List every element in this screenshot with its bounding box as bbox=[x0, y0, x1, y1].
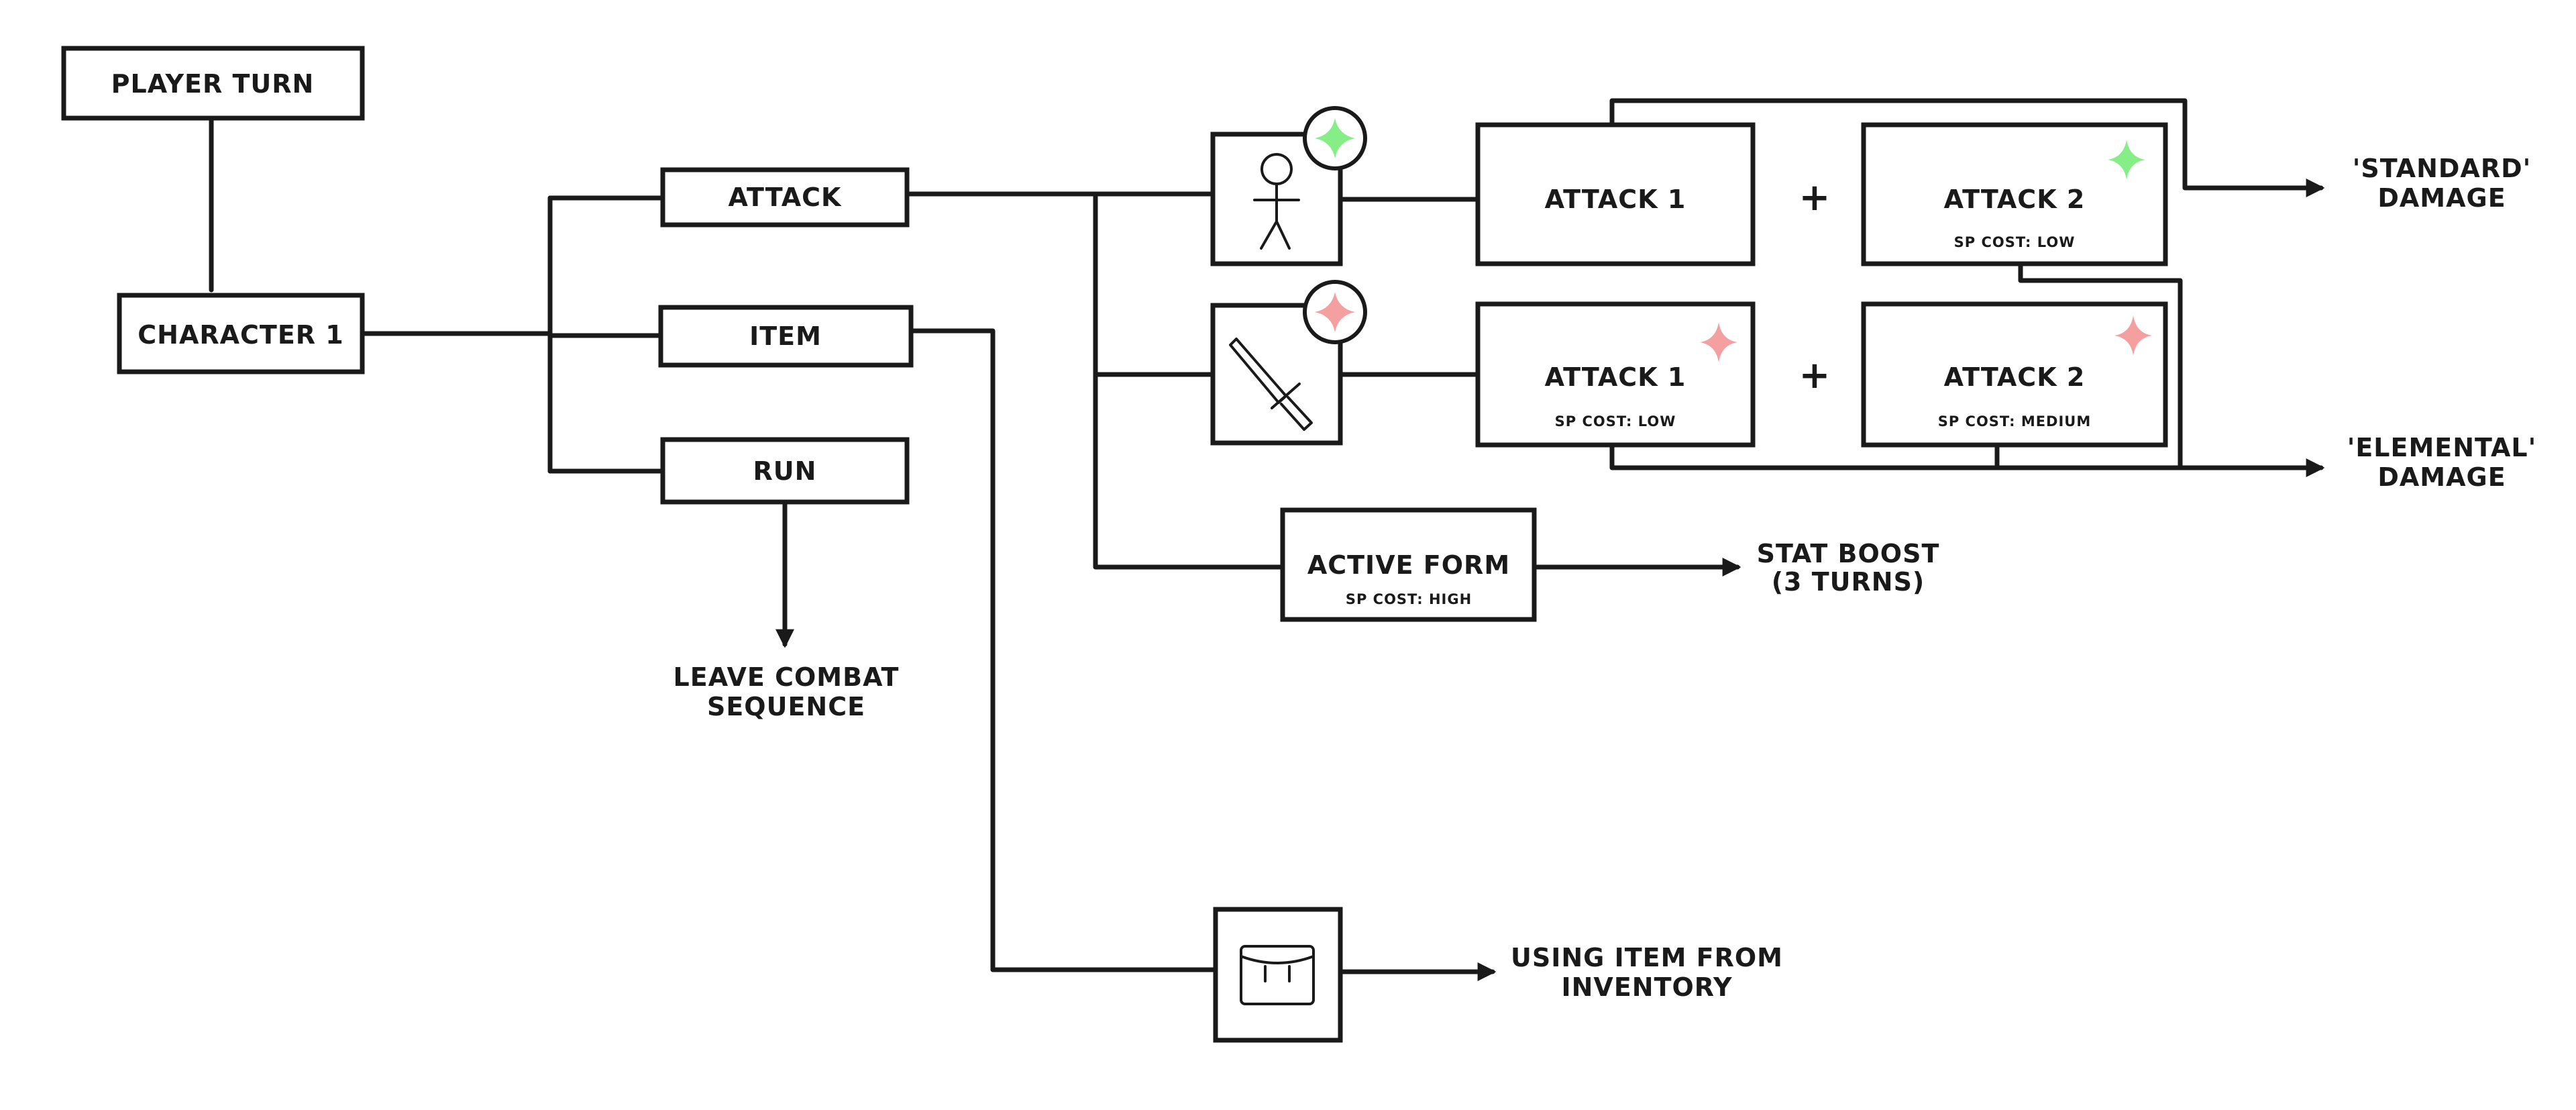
svg-text:ATTACK 2: ATTACK 2 bbox=[1944, 185, 2086, 214]
sparkle-icon bbox=[1700, 322, 1737, 362]
standard-damage-label: 'STANDARD' DAMAGE bbox=[2353, 154, 2532, 213]
svg-text:SP COST: LOW: SP COST: LOW bbox=[1555, 413, 1676, 430]
item-node: ITEM bbox=[658, 305, 914, 368]
bag-icon bbox=[1213, 907, 1343, 1043]
svg-text:STAT BOOST: STAT BOOST bbox=[1757, 539, 1940, 568]
svg-text:'STANDARD': 'STANDARD' bbox=[2353, 154, 2532, 183]
svg-text:DAMAGE: DAMAGE bbox=[2377, 183, 2506, 213]
elemental-damage-label: 'ELEMENTAL' DAMAGE bbox=[2347, 433, 2537, 492]
elemental-attack-1-node: ATTACK 1 SP COST: LOW bbox=[1475, 301, 1756, 448]
svg-text:SP COST: HIGH: SP COST: HIGH bbox=[1346, 591, 1472, 607]
svg-text:RUN: RUN bbox=[753, 456, 817, 486]
attack-node: ATTACK bbox=[660, 167, 910, 228]
svg-text:SEQUENCE: SEQUENCE bbox=[707, 692, 865, 721]
sparkle-icon bbox=[2108, 140, 2145, 180]
stat-boost-label: STAT BOOST (3 TURNS) bbox=[1757, 539, 1940, 597]
svg-text:'ELEMENTAL': 'ELEMENTAL' bbox=[2347, 433, 2537, 462]
svg-text:LEAVE COMBAT: LEAVE COMBAT bbox=[674, 662, 900, 692]
svg-text:SP COST: MEDIUM: SP COST: MEDIUM bbox=[1938, 413, 2092, 430]
run-node: RUN bbox=[660, 437, 910, 505]
svg-text:(3 TURNS): (3 TURNS) bbox=[1772, 567, 1925, 597]
character-node: CHARACTER 1 bbox=[117, 293, 365, 374]
standard-attack-2-node: ATTACK 2 SP COST: LOW bbox=[1861, 122, 2168, 266]
active-form-node: ACTIVE FORM SP COST: HIGH bbox=[1280, 507, 1537, 622]
svg-text:ATTACK: ATTACK bbox=[729, 183, 843, 212]
elemental-attack-2-node: ATTACK 2 SP COST: MEDIUM bbox=[1861, 301, 2168, 448]
inventory-label: USING ITEM FROM INVENTORY bbox=[1511, 943, 1783, 1002]
sparkle-icon bbox=[1303, 280, 1367, 344]
svg-text:ATTACK 2: ATTACK 2 bbox=[1944, 362, 2086, 392]
connectors bbox=[209, 98, 2325, 981]
svg-text:ITEM: ITEM bbox=[749, 321, 822, 351]
sparkle-icon bbox=[1303, 106, 1367, 170]
svg-text:ACTIVE FORM: ACTIVE FORM bbox=[1307, 550, 1510, 580]
svg-text:USING ITEM FROM: USING ITEM FROM bbox=[1511, 943, 1783, 972]
svg-text:PLAYER TURN: PLAYER TURN bbox=[111, 69, 315, 99]
sparkle-icon bbox=[2114, 315, 2152, 356]
svg-text:ATTACK 1: ATTACK 1 bbox=[1545, 362, 1686, 392]
leave-combat-label: LEAVE COMBAT SEQUENCE bbox=[674, 662, 900, 721]
standard-attack-1-node: ATTACK 1 bbox=[1475, 122, 1756, 266]
svg-text:SP COST: LOW: SP COST: LOW bbox=[1954, 234, 2076, 250]
svg-text:ATTACK 1: ATTACK 1 bbox=[1545, 185, 1686, 214]
plus-sign: + bbox=[1799, 354, 1831, 397]
plus-sign: + bbox=[1799, 176, 1831, 219]
svg-text:DAMAGE: DAMAGE bbox=[2377, 462, 2506, 492]
player-turn-node: PLAYER TURN bbox=[61, 46, 365, 121]
svg-text:CHARACTER 1: CHARACTER 1 bbox=[138, 320, 343, 350]
svg-text:INVENTORY: INVENTORY bbox=[1561, 972, 1732, 1002]
